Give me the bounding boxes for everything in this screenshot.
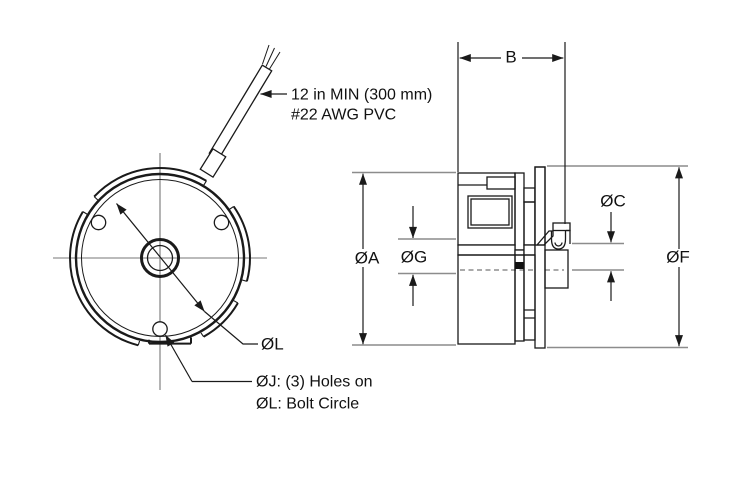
armature-face-band [523,244,536,256]
dimension-dia-a: ØA [355,173,380,345]
arc-end-caps [82,180,248,346]
cable-jacket [208,64,273,160]
bolt-hole-upper-left [90,214,107,231]
bolt-hole-bottom [152,321,168,337]
cable-grommet [199,147,227,179]
knurled-ring [552,222,571,232]
dimension-dia-f: ØF [666,167,690,347]
retainer-wedge [535,230,554,246]
cable-note-line1: 12 in MIN (300 mm) [291,87,432,104]
dimension-b: B [457,42,566,224]
dimension-dia-g: ØG [401,206,427,306]
dim-label-b: B [505,48,516,67]
retainer-step [566,229,571,244]
holes-leader-arrow [164,334,193,382]
side-view: B ØA ØG ØC ØF [352,42,690,349]
coil-winding-crosshatch [470,198,510,226]
armature-strip [523,201,536,246]
hub-spacer-steps [524,309,535,319]
dim-label-dia-c: ØC [600,192,626,211]
body-outer-circle [74,172,246,344]
hub-cylinder [457,254,516,345]
seal-cup-detail [554,242,563,247]
bolt-circle-leader [204,311,258,345]
cable [199,44,281,179]
armature-gap-block [523,187,536,203]
pole-face-band [457,244,516,256]
dim-label-bolt-circle: ØL [261,335,284,354]
cable-wires [262,44,281,70]
key-slot [515,262,524,269]
bolt-circle-dimension-line [116,203,205,312]
coil-bobbin [467,195,513,229]
retaining-ring-assembly [535,222,571,250]
front-view: ØL ØJ: (3) Holes on ØL: Bolt Circle 12 i… [53,44,432,413]
dimension-dia-c: ØC [600,192,626,301]
housing-slot [486,176,516,190]
holes-note-line2: ØL: Bolt Circle [256,396,359,413]
seal-cup [550,230,567,250]
dim-label-dia-a: ØA [355,249,380,268]
rotor-face-band [514,249,525,256]
section-geometry [457,166,571,349]
outer-arc-segments [69,167,251,347]
rotor-strip [514,172,525,251]
bolt-hole-upper-right [213,214,230,231]
flange-plate [534,166,546,349]
dim-label-dia-g: ØG [401,248,427,267]
holes-note-line1: ØJ: (3) Holes on [256,374,372,391]
flange-boss [544,249,569,289]
dim-label-dia-f: ØF [666,248,690,267]
cable-note-line2: #22 AWG PVC [291,107,396,124]
hub-spacer [523,254,536,341]
